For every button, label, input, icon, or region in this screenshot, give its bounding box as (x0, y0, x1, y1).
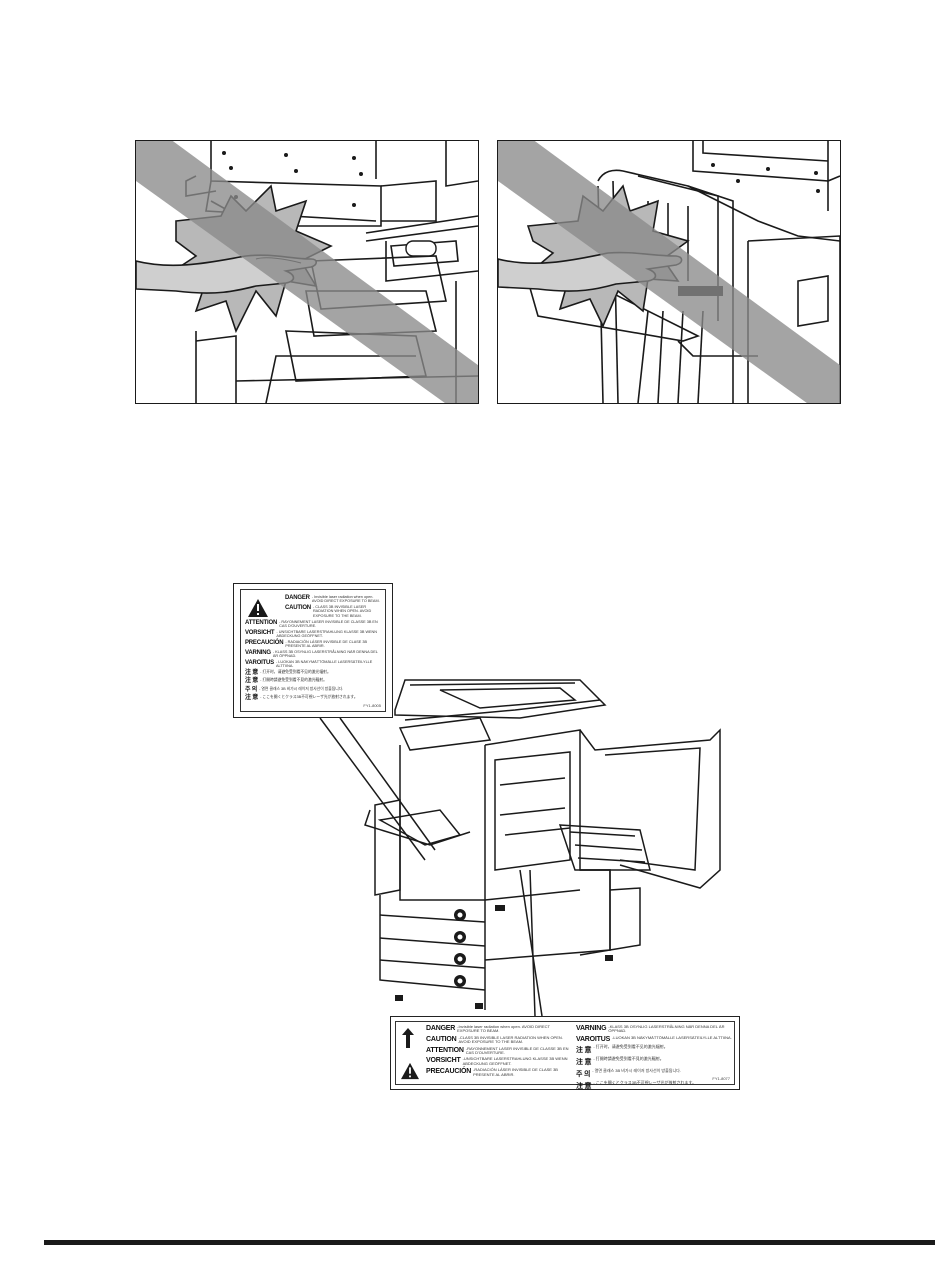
label-keyword: VAROITUS (576, 1035, 611, 1043)
label-code: FY1-8005 (363, 703, 381, 708)
warning-triangle-icon (401, 1062, 419, 1080)
do-not-touch-illustration-right (497, 140, 841, 404)
label-keyword: VAROITUS (245, 660, 274, 667)
label-text: -LUOKAN 3B NÄKYMÄTTÖMÄLLE LASERSÄTEILYLL… (612, 1034, 732, 1040)
label-keyword: 주 의 (245, 686, 258, 693)
label-keyword: 注 意 (576, 1082, 592, 1090)
label-keyword: 注 意 (245, 670, 259, 677)
label-text: - RADIACIÓN LÁSER INVISIBLE DE CLASE 3B … (285, 639, 368, 649)
label-text: - ここを開くとクラス3B不可視レーザ光が放射されます。 (593, 1079, 697, 1085)
label-text: - LUOKAN 3B NÄKYMÄTTÖMÄLLE LASERSÄTEILYL… (275, 660, 373, 669)
label-keyword: DANGER (426, 1025, 456, 1032)
hand-warning-right-icon (498, 141, 840, 403)
label-row: DANGER- Invisible laser radiation when o… (285, 595, 381, 604)
label-row: 주 의- 열면 클래스 3B 비가시 레이저 방사선이 방출됩니다. (245, 687, 381, 694)
label-text: -CLASS 3B INVISIBLE LASER RADIATION WHEN… (458, 1034, 563, 1045)
label-text: -UNSICHTBARE LASERSTRAHLUNG KLASSE 3B WE… (462, 1056, 568, 1066)
label-row: VORSICHT- UNSICHTBARE LASERSTRAHLUNG KLA… (245, 630, 381, 639)
label-keyword: 注 意 (245, 678, 259, 685)
label-bottom-left-column: DANGER-Invisible laser radiation when op… (426, 1024, 571, 1079)
label-keyword: ATTENTION (426, 1046, 464, 1054)
label-row: PRECAUCIÓN- RADIACIÓN LÁSER INVISIBLE DE… (245, 640, 381, 649)
label-text: - 打開時請避免受到看不見的激光輻射。 (260, 678, 327, 683)
label-keyword: 주 의 (576, 1070, 591, 1078)
label-row: 注 意- 打开时，请避免受到看不见的激光辐射。 (576, 1043, 736, 1055)
label-text: - 打開時請避免受到看不見的激光輻射。 (593, 1055, 664, 1061)
arrow-up-icon (402, 1028, 414, 1048)
label-row: VARNING-KLASS 3B OSYNLIG LASERSTRÅLNING … (576, 1024, 736, 1034)
label-text: - KLASS 3B OSYNLIG LASERSTRÅLNING NÄR DE… (272, 649, 378, 659)
label-text: - ここを開くとクラス3B不可視レーザ光が放射されます。 (260, 694, 358, 699)
label-row: CAUTION- CLASS 3B INVISIBLE LASER RADIAT… (285, 605, 381, 618)
label-text: - Invisible laser radiation when open. A… (311, 595, 380, 604)
warning-triangle-icon (248, 599, 268, 617)
label-keyword: 注 意 (576, 1046, 592, 1054)
label-keyword: CAUTION (285, 605, 311, 612)
label-keyword: VORSICHT (426, 1057, 461, 1065)
label-keyword: VORSICHT (245, 629, 275, 636)
copier-drawing-icon (319, 679, 721, 1017)
label-top-rows: DANGER- Invisible laser radiation when o… (245, 595, 381, 702)
label-text: -RADIACIÓN LÁSER INVISIBLE DE CLASE 3B P… (473, 1067, 558, 1077)
label-row: 注 意- ここを開くとクラス3B不可視レーザ光が放射されます。 (245, 695, 381, 702)
label-row: VAROITUS-LUOKAN 3B NÄKYMÄTTÖMÄLLE LASERS… (576, 1034, 736, 1043)
label-row: ATTENTION-RAYONNEMENT LASER INVISIBLE DE… (426, 1045, 571, 1056)
label-text: - 打开时，请避免受到看不见的激光辐射。 (593, 1043, 668, 1049)
label-bottom-right-column: VARNING-KLASS 3B OSYNLIG LASERSTRÅLNING … (576, 1024, 736, 1093)
label-keyword: 注 意 (576, 1058, 592, 1066)
page-footer-rule (44, 1240, 935, 1245)
label-code: FY1-8077 (712, 1076, 730, 1081)
label-keyword: DANGER (285, 595, 310, 601)
do-not-touch-illustration-left (135, 140, 479, 404)
label-row: 注 意- 打開時請避免受到看不見的激光輻射。 (576, 1055, 736, 1067)
label-row: 注 意- 打开时，请避免受到看不见的激光辐射。 (245, 670, 381, 677)
label-row: VARNING- KLASS 3B OSYNLIG LASERSTRÅLNING… (245, 650, 381, 659)
label-row: VORSICHT-UNSICHTBARE LASERSTRAHLUNG KLAS… (426, 1057, 571, 1066)
label-row: VAROITUS- LUOKAN 3B NÄKYMÄTTÖMÄLLE LASER… (245, 660, 381, 669)
label-text: - 열면 클래스 3B 비가시 레이저 방사선이 방출됩니다. (259, 686, 344, 691)
label-text: - UNSICHTBARE LASERSTRAHLUNG KLASSE 3B W… (276, 629, 378, 639)
label-keyword: PRECAUCIÓN (245, 639, 284, 646)
label-text: -KLASS 3B OSYNLIG LASERSTRÅLNING NÄR DEN… (608, 1024, 725, 1034)
label-row: CAUTION-CLASS 3B INVISIBLE LASER RADIATI… (426, 1034, 571, 1045)
hand-warning-left-icon (136, 141, 478, 403)
label-text: - 打开时，请避免受到看不见的激光辐射。 (260, 670, 331, 675)
label-row: 주 의- 열면 클래스 3B 비가시 레이저 방사선이 방출됩니다. (576, 1067, 736, 1079)
label-row: 注 意- ここを開くとクラス3B不可視レーザ光が放射されます。 (576, 1079, 736, 1091)
label-text: -RAYONNEMENT LASER INVISIBLE DE CLASSE 3… (465, 1045, 569, 1055)
laser-warning-label-top: DANGER- Invisible laser radiation when o… (233, 583, 393, 718)
copier-illustration (180, 570, 760, 1020)
label-keyword: VARNING (576, 1025, 607, 1032)
label-keyword: 注 意 (245, 694, 259, 701)
label-keyword: VARNING (245, 649, 271, 656)
label-text: - CLASS 3B INVISIBLE LASER RADIATION WHE… (312, 605, 372, 618)
label-row: DANGER-Invisible laser radiation when op… (426, 1024, 571, 1034)
label-row: PRECAUCIÓN-RADIACIÓN LÁSER INVISIBLE DE … (426, 1067, 571, 1077)
laser-warning-label-bottom: DANGER-Invisible laser radiation when op… (390, 1016, 740, 1090)
label-text: - RAYONNEMENT LASER INVISIBLE DE CLASSE … (279, 619, 378, 628)
label-keyword: PRECAUCIÓN (426, 1068, 472, 1076)
label-keyword: CAUTION (426, 1035, 457, 1043)
label-text: -Invisible laser radiation when open. AV… (457, 1024, 550, 1034)
label-keyword: ATTENTION (245, 619, 278, 626)
label-row: ATTENTION- RAYONNEMENT LASER INVISIBLE D… (245, 620, 381, 629)
label-text: - 열면 클래스 3B 비가시 레이저 방사선이 방출됩니다. (592, 1067, 681, 1073)
label-row: 注 意- 打開時請避免受到看不見的激光輻射。 (245, 678, 381, 685)
